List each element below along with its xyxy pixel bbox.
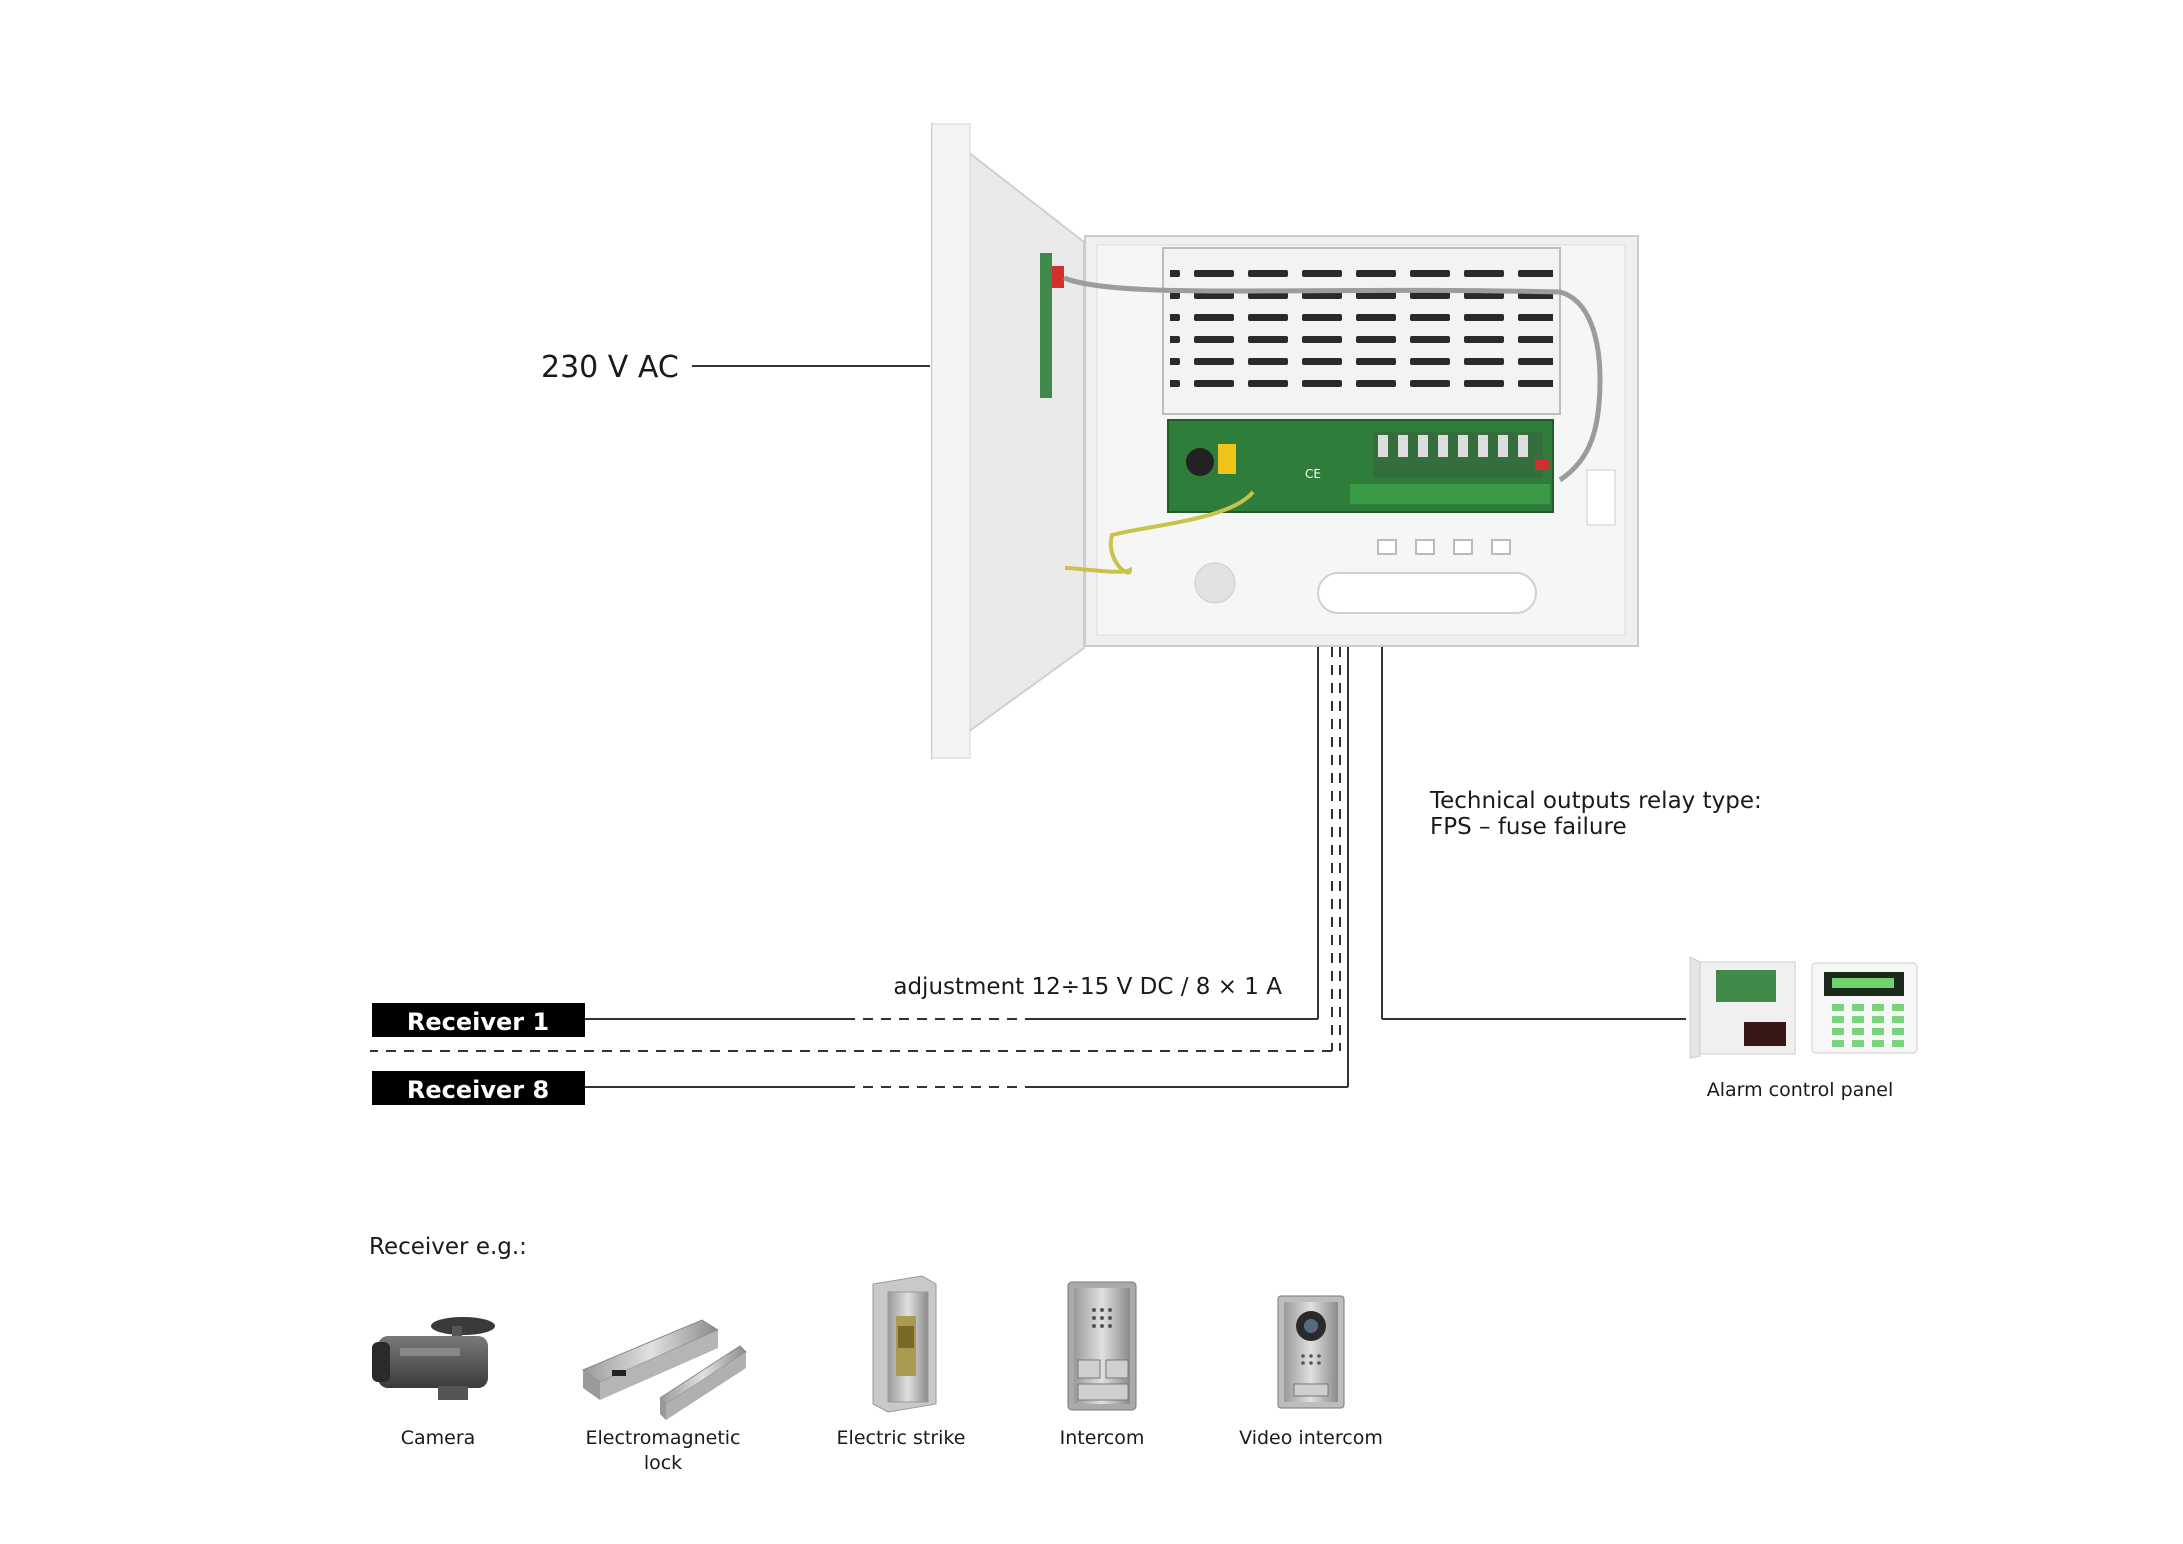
electromagnetic-lock-label-line1: Electromagnetic bbox=[585, 1427, 740, 1449]
power-input-label: 230 V AC bbox=[541, 350, 679, 385]
receiver-examples-heading: Receiver e.g.: bbox=[369, 1234, 527, 1260]
power-supply-unit: CE bbox=[931, 121, 1639, 760]
ribbon-cable bbox=[1063, 275, 1603, 483]
earth-wire bbox=[1064, 490, 1255, 575]
output-wiring bbox=[370, 647, 1686, 1088]
electromagnetic-lock-label-line2: lock bbox=[644, 1452, 682, 1474]
video-intercom-label: Video intercom bbox=[1239, 1427, 1383, 1449]
receiver-8-tag: Receiver 8 bbox=[372, 1071, 585, 1105]
electric-strike-icon bbox=[872, 1275, 937, 1413]
door-led-board bbox=[1040, 253, 1052, 398]
camera-icon bbox=[372, 1317, 495, 1400]
electric-strike-label: Electric strike bbox=[837, 1427, 966, 1449]
intercom-label: Intercom bbox=[1060, 1427, 1145, 1449]
alarm-panel-label: Alarm control panel bbox=[1707, 1079, 1894, 1101]
relay-note-line2: FPS – fuse failure bbox=[1430, 814, 1627, 840]
camera-label: Camera bbox=[401, 1427, 476, 1449]
adjustment-label: adjustment 12÷15 V DC / 8 × 1 A bbox=[893, 974, 1282, 1000]
svg-text:Receiver 1: Receiver 1 bbox=[407, 1008, 549, 1036]
video-intercom-icon bbox=[1277, 1295, 1345, 1409]
intercom-icon bbox=[1067, 1281, 1137, 1411]
electromagnetic-lock-icon bbox=[581, 1319, 747, 1420]
cable-slot bbox=[1317, 572, 1537, 614]
svg-text:Receiver 8: Receiver 8 bbox=[407, 1076, 549, 1104]
relay-note-line1: Technical outputs relay type: bbox=[1429, 788, 1762, 814]
svg-text:CE: CE bbox=[1305, 467, 1321, 481]
alarm-panel-icon bbox=[1689, 956, 1918, 1059]
receiver-1-tag: Receiver 1 bbox=[372, 1003, 585, 1037]
